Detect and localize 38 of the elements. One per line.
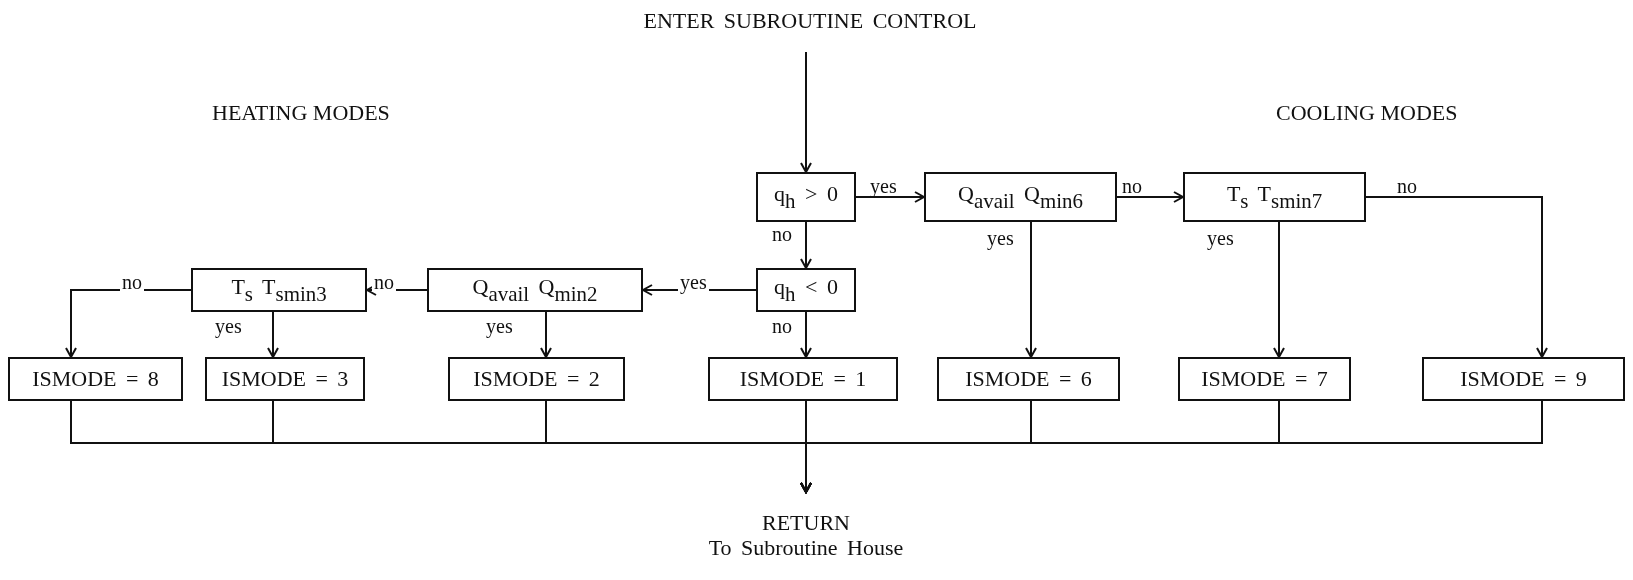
terminal-label: ENTER SUBROUTINE CONTROL xyxy=(643,8,977,34)
process-box xyxy=(448,357,625,401)
process-box xyxy=(708,357,898,401)
arrow xyxy=(1116,191,1184,203)
box-text: ISMODE = 9 xyxy=(1460,366,1587,392)
terminal-label: To Subroutine House xyxy=(708,535,904,561)
arrow xyxy=(267,311,279,358)
arrow xyxy=(1273,221,1285,358)
terminal-label: RETURN xyxy=(762,509,850,535)
arrow xyxy=(366,284,428,296)
arrow xyxy=(1025,221,1037,358)
arrow xyxy=(800,51,812,173)
process-box xyxy=(205,357,365,401)
process-box xyxy=(1178,357,1351,401)
process-box xyxy=(427,268,643,312)
arrow xyxy=(800,400,1543,493)
process-box xyxy=(1422,357,1625,401)
process-box xyxy=(937,357,1120,401)
arrow xyxy=(800,311,812,358)
process-box xyxy=(756,172,856,222)
box-text: ISMODE = 2 xyxy=(473,366,600,392)
box-text: ISMODE = 8 xyxy=(32,366,159,392)
section-heading: HEATING MODES xyxy=(212,100,390,126)
box-text: ISMODE = 1 xyxy=(739,366,867,392)
arrow xyxy=(540,311,552,358)
arrow xyxy=(1365,196,1548,358)
process-box xyxy=(191,268,367,312)
process-box xyxy=(1183,172,1366,222)
section-heading: COOLING MODES xyxy=(1276,100,1458,126)
process-box xyxy=(924,172,1117,222)
process-box xyxy=(756,268,856,312)
box-text: ISMODE = 6 xyxy=(965,366,1092,392)
arrow xyxy=(65,289,192,358)
process-box xyxy=(8,357,183,401)
box-text: ISMODE = 3 xyxy=(221,366,349,392)
arrow xyxy=(855,191,925,203)
box-text: ISMODE = 7 xyxy=(1201,366,1328,392)
arrow xyxy=(800,221,812,269)
